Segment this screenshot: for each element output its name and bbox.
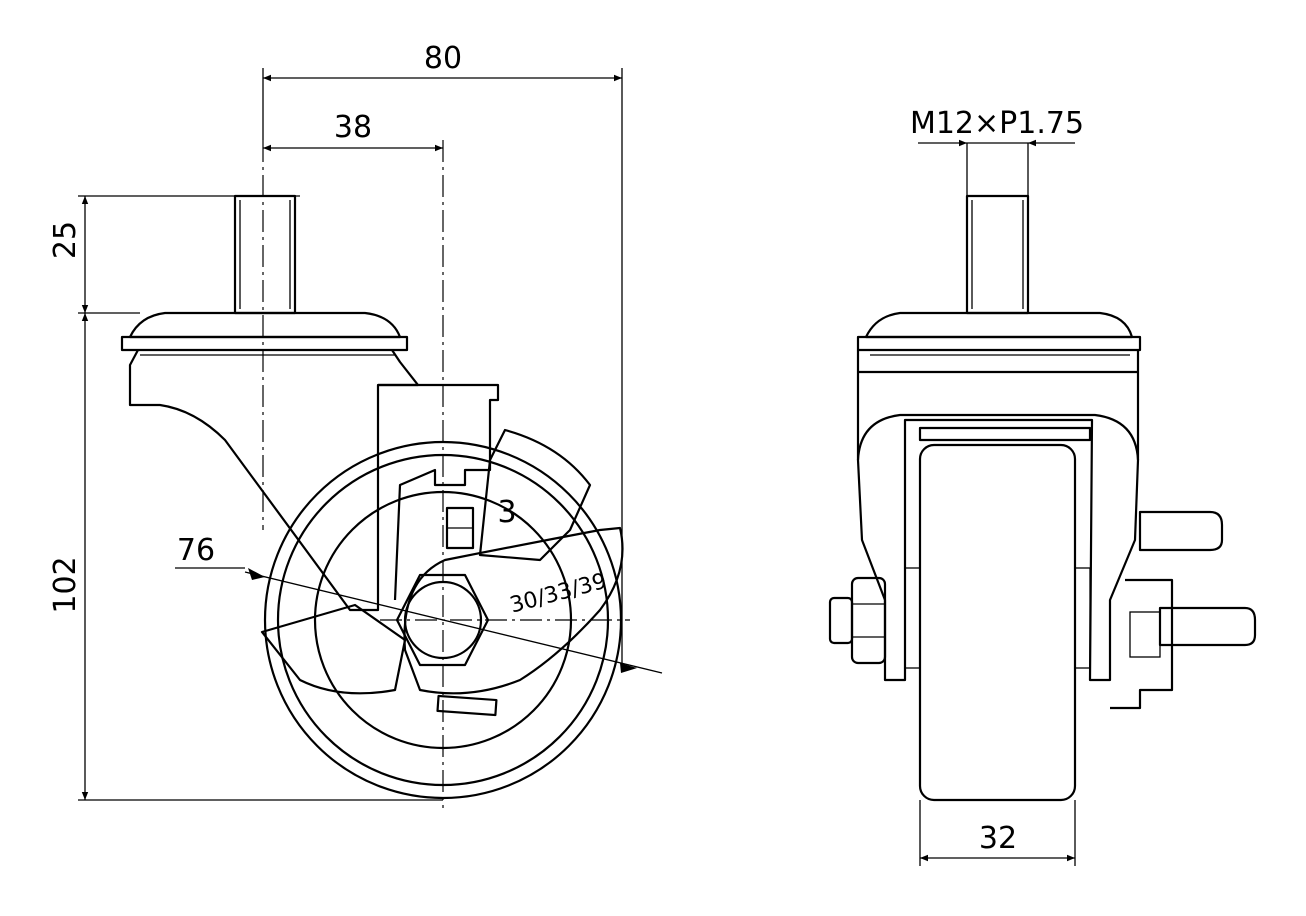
dim-76-line [244, 571, 663, 674]
brake-lever [478, 428, 592, 562]
threaded-stem-front [965, 194, 1030, 315]
dim-25-label: 25 [48, 221, 83, 259]
pedal [260, 603, 407, 695]
dim-80-label: 80 [424, 41, 462, 76]
axle-nut [395, 573, 490, 667]
side-view: 80 38 25 102 76 3 30 [48, 41, 663, 808]
dim-38-label: 38 [334, 110, 372, 145]
wheel-outer [263, 440, 623, 800]
brake-mechanism [1110, 578, 1174, 710]
brake-pedal-lower [1158, 606, 1257, 647]
axle-nut-front [850, 576, 887, 665]
mount-plate [128, 311, 402, 339]
fork-body [128, 349, 420, 612]
dim-76-label: 76 [177, 533, 215, 568]
threaded-stem [233, 194, 297, 315]
brake-pedal-upper [1138, 510, 1224, 552]
hub-options-label: 30/33/39 [507, 569, 609, 619]
wheel-front [918, 443, 1077, 802]
dim-102-label: 102 [48, 556, 83, 613]
dim-32-label: 32 [979, 821, 1017, 856]
brake-housing [378, 383, 500, 601]
lock-mark: 3 [497, 495, 516, 530]
front-view: M12×P1.75 32 [828, 106, 1257, 866]
mount-plate-front [864, 311, 1134, 339]
dim-thread-label: M12×P1.75 [910, 106, 1084, 141]
axle-plate [403, 526, 624, 695]
fork-front [856, 350, 1140, 460]
wheel-hub-ring [313, 490, 573, 750]
